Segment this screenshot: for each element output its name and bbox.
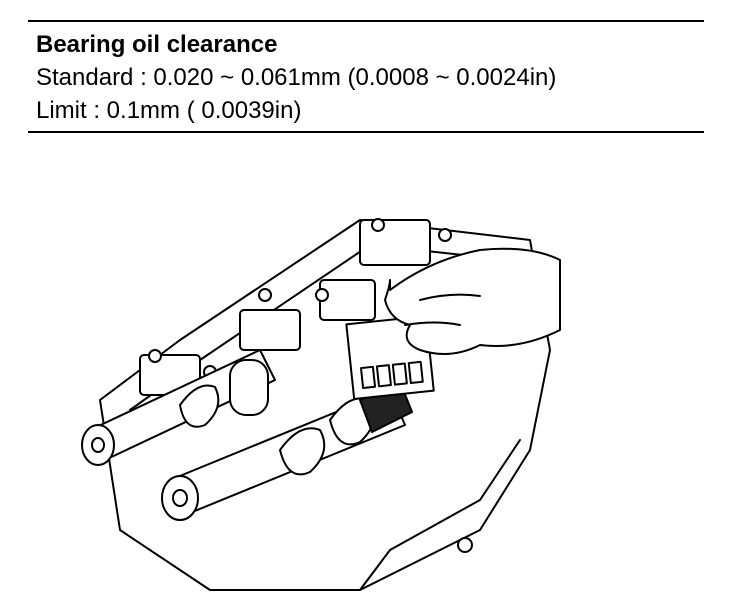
spec-limit: Limit : 0.1mm ( 0.0039in) bbox=[36, 97, 302, 124]
cap-bolts bbox=[148, 218, 473, 553]
hand bbox=[384, 247, 561, 355]
spec-title: Bearing oil clearance bbox=[36, 31, 278, 58]
upper-camshaft bbox=[81, 349, 276, 466]
bottom-divider bbox=[28, 131, 704, 133]
spec-standard: Standard : 0.020 ~ 0.061mm (0.0008 ~ 0.0… bbox=[36, 64, 557, 91]
top-divider bbox=[28, 20, 704, 22]
camshaft-illustration bbox=[81, 218, 561, 591]
